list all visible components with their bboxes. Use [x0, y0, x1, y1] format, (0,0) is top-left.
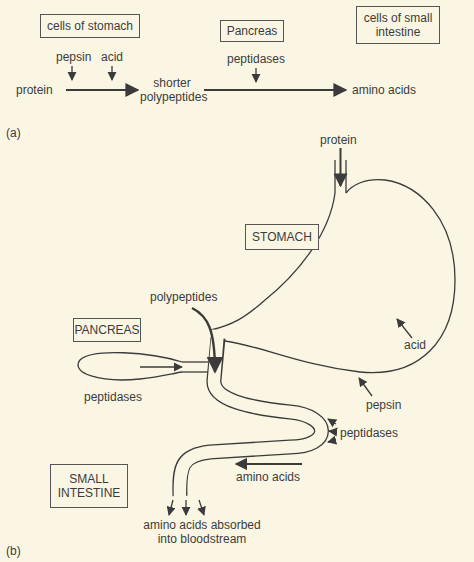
organ-box: Pancreas: [220, 20, 284, 42]
annotation-text: acid: [101, 50, 123, 64]
annotation-text: polypeptides: [150, 290, 217, 304]
absorption-arrow: [169, 500, 173, 515]
absorption-arrow: [199, 500, 204, 515]
box-text: STOMACH: [252, 230, 312, 244]
process-arrow: [66, 89, 138, 91]
annotation-text: acid: [404, 338, 426, 352]
organ-box: STOMACH: [245, 224, 319, 250]
annotation-text: protein: [320, 133, 357, 147]
box-text: SMALL INTESTINE: [54, 472, 124, 500]
annotation-text: shorter polypeptides: [140, 76, 204, 104]
annotation-text: peptidases: [340, 426, 398, 440]
flow-arrow: [236, 463, 302, 465]
annotation-text: amino acids: [352, 83, 416, 97]
process-arrow: [204, 89, 346, 91]
input-arrow: [328, 440, 336, 442]
absorption-arrow: [185, 500, 186, 515]
annotation-text: amino acids absorbed into bloodstream: [132, 518, 272, 546]
esophagus-wall: [345, 160, 346, 193]
input-arrow: [71, 66, 72, 80]
food-arrow: [340, 148, 342, 186]
panel-label: (a): [6, 126, 21, 140]
organ-box: SMALL INTESTINE: [50, 464, 128, 508]
input-arrow: [111, 66, 112, 80]
annotation-text: protein: [16, 83, 53, 97]
input-arrow: [359, 378, 372, 396]
box-text: PANCREAS: [74, 323, 139, 337]
input-arrow: [329, 431, 337, 432]
annotation-text: pepsin: [56, 50, 91, 64]
annotation-text: pepsin: [366, 398, 401, 412]
pancreatic-duct: [182, 371, 208, 372]
annotation-text: peptidases: [227, 52, 285, 66]
annotation-text: peptidases: [84, 390, 142, 404]
stomach-outline: [211, 193, 335, 330]
box-text: Pancreas: [227, 24, 278, 38]
intestine-lumen: [180, 330, 322, 500]
input-arrow: [255, 68, 256, 82]
stomach-outline: [225, 180, 455, 373]
organ-box: cells of stomach: [40, 14, 140, 38]
annotation-text: amino acids: [236, 470, 300, 484]
box-text: cells of stomach: [47, 19, 133, 33]
input-arrow: [397, 319, 412, 338]
esophagus-wall: [334, 160, 335, 193]
box-text: cells of small intestine: [360, 11, 436, 39]
organ-box: cells of small intestine: [356, 6, 440, 44]
pancreatic-duct: [182, 361, 208, 362]
pancreas-shape: [78, 353, 182, 380]
panel-label: (b): [6, 544, 21, 558]
organ-box: PANCREAS: [73, 318, 141, 342]
secretion-arrow: [140, 366, 182, 367]
flow-arrow: [192, 308, 215, 372]
input-arrow: [328, 419, 336, 424]
